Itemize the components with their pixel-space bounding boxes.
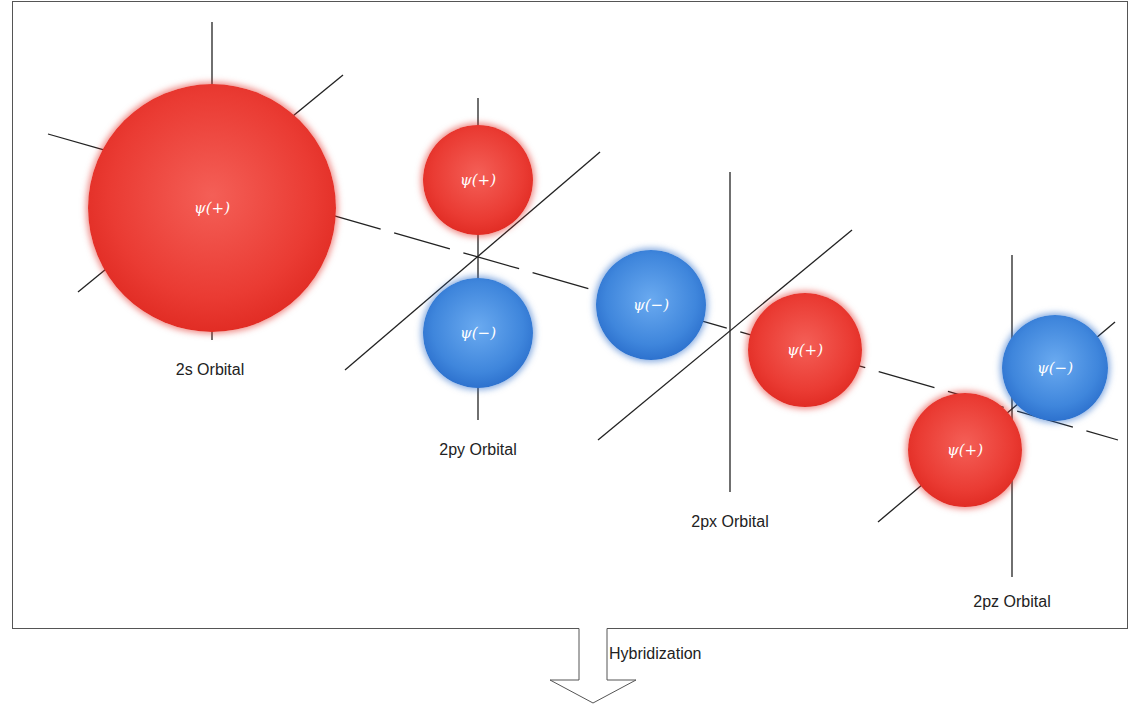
hollow-arrow (550, 629, 636, 704)
wave-sign: ψ(+) (460, 171, 496, 189)
orbital-lobe: ψ(+) (748, 293, 862, 407)
axis-line (345, 152, 600, 370)
orbital-name: 2px Orbital (691, 513, 768, 531)
orbital-lobe: ψ(+) (908, 393, 1022, 507)
orbital-lobe: ψ(−) (596, 250, 706, 360)
wave-sign: ψ(−) (1037, 359, 1073, 377)
wave-sign: ψ(−) (633, 296, 669, 314)
wave-sign: ψ(+) (787, 341, 823, 359)
orbital-lobe: ψ(−) (1002, 315, 1108, 421)
wave-sign: ψ(−) (460, 324, 496, 342)
orbital-name: 2s Orbital (176, 361, 244, 379)
process-label: Hybridization (609, 645, 701, 663)
axes (48, 22, 1118, 577)
orbital-lobe: ψ(−) (423, 278, 533, 388)
wave-sign: ψ(+) (947, 441, 983, 459)
orbital-name: 2py Orbital (439, 441, 516, 459)
orbital-lobe: ψ(+) (88, 84, 336, 332)
orbital-lobe: ψ(+) (423, 125, 533, 235)
frame (13, 2, 1128, 629)
wave-sign: ψ(+) (194, 199, 230, 217)
axis-line (1011, 255, 1012, 577)
arrow-fill (550, 627, 636, 703)
orbital-name: 2pz Orbital (973, 593, 1050, 611)
